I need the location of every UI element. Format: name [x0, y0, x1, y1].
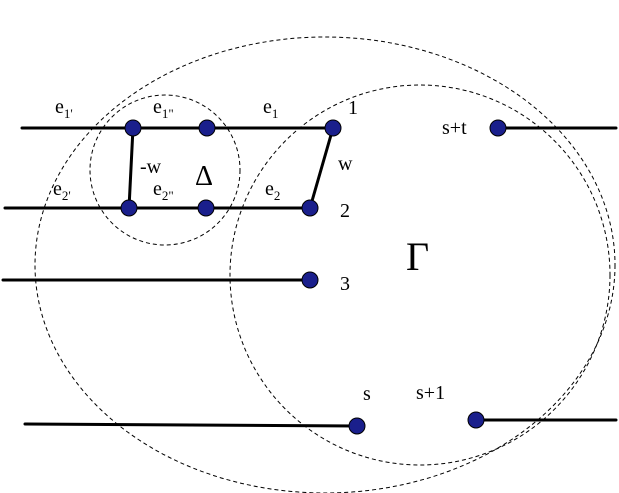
label-e2pp: e2" — [153, 178, 174, 203]
label-s-plus-t: s+t — [442, 117, 467, 139]
label-delta: Δ — [195, 161, 213, 192]
edge-w — [308, 126, 335, 210]
label-minus-w: -w — [140, 156, 162, 178]
label-gamma: Γ — [406, 234, 429, 279]
node-e2p — [120, 199, 138, 217]
node-3 — [301, 271, 319, 289]
node-e2pp — [197, 199, 215, 217]
node-2 — [301, 199, 319, 217]
edge-row-s — [23, 422, 359, 428]
node-s-plus-1 — [467, 411, 485, 429]
node-e1pp — [198, 119, 216, 137]
node-e1p — [124, 119, 142, 137]
node-s — [348, 417, 366, 435]
label-2: 2 — [340, 200, 350, 222]
label-e1p: e1' — [55, 96, 73, 121]
label-3: 3 — [340, 273, 350, 295]
label-w: w — [338, 153, 353, 175]
node-1 — [324, 119, 342, 137]
label-s: s — [363, 383, 371, 405]
label-1: 1 — [348, 97, 358, 119]
node-s-plus-t — [489, 119, 507, 137]
label-e1: e1 — [263, 96, 278, 121]
label-e2: e2 — [265, 178, 280, 203]
label-s-plus-1: s+1 — [416, 382, 445, 404]
large-circle-gamma — [229, 84, 611, 466]
small-circle-delta — [89, 94, 241, 246]
label-e1pp: e1" — [153, 96, 174, 121]
edge-minus-w — [127, 126, 135, 210]
large-circle-outer — [34, 36, 616, 493]
label-e2p: e2' — [53, 178, 71, 203]
